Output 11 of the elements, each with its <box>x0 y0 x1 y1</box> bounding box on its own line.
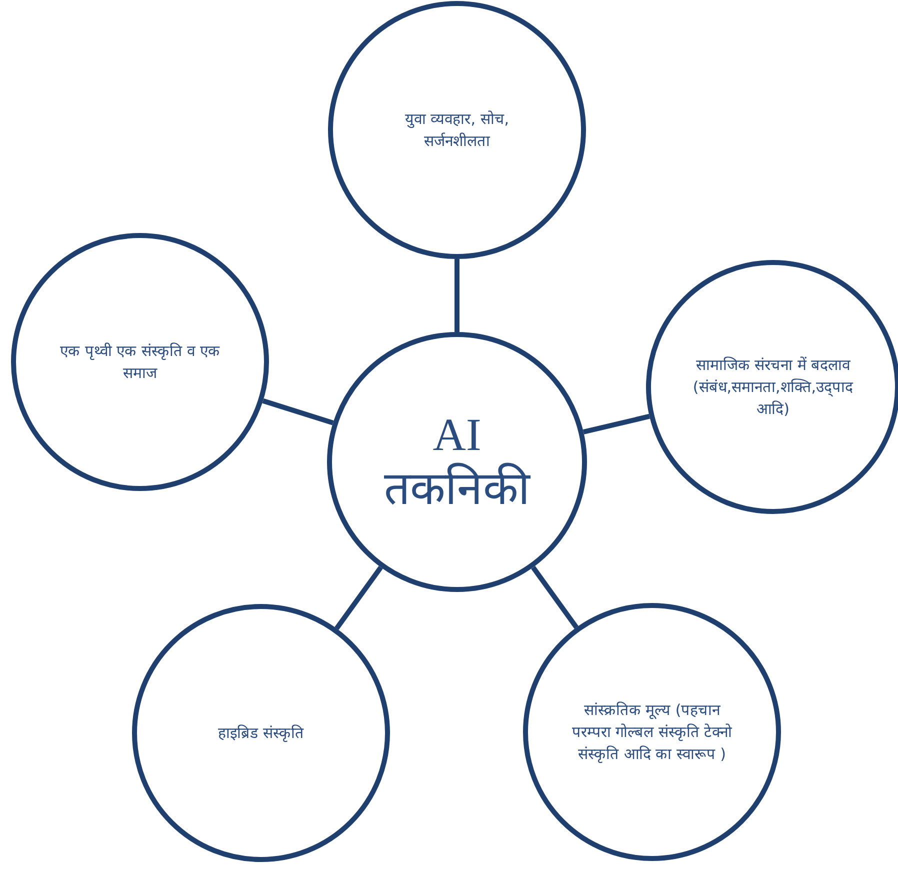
connector-line <box>454 259 460 332</box>
topic-label: युवा व्यवहार, सोच, सर्जनशीलता <box>404 109 510 152</box>
connector-line <box>582 414 650 434</box>
connector-line <box>334 566 383 630</box>
topic-label: हाइब्रिड संस्कृति <box>217 723 305 744</box>
central-label: AI तकनिकी <box>383 408 532 516</box>
topic-label: सामाजिक संरचना में बदलाव (संबंध,समानता,शक्ति,उद्पाद आदि) <box>692 355 854 420</box>
topic-label: एक पृथ्वी एक संस्कृति व एक समाज <box>59 341 221 384</box>
topic-label: सांस्क्रतिक मूल्य (पहचान परम्परा गोल्बल संस्कृति टेक्नो संस्कृति आदि का स्वारूप ) <box>570 700 734 765</box>
connector-line <box>531 566 578 629</box>
connector-line <box>262 398 334 426</box>
